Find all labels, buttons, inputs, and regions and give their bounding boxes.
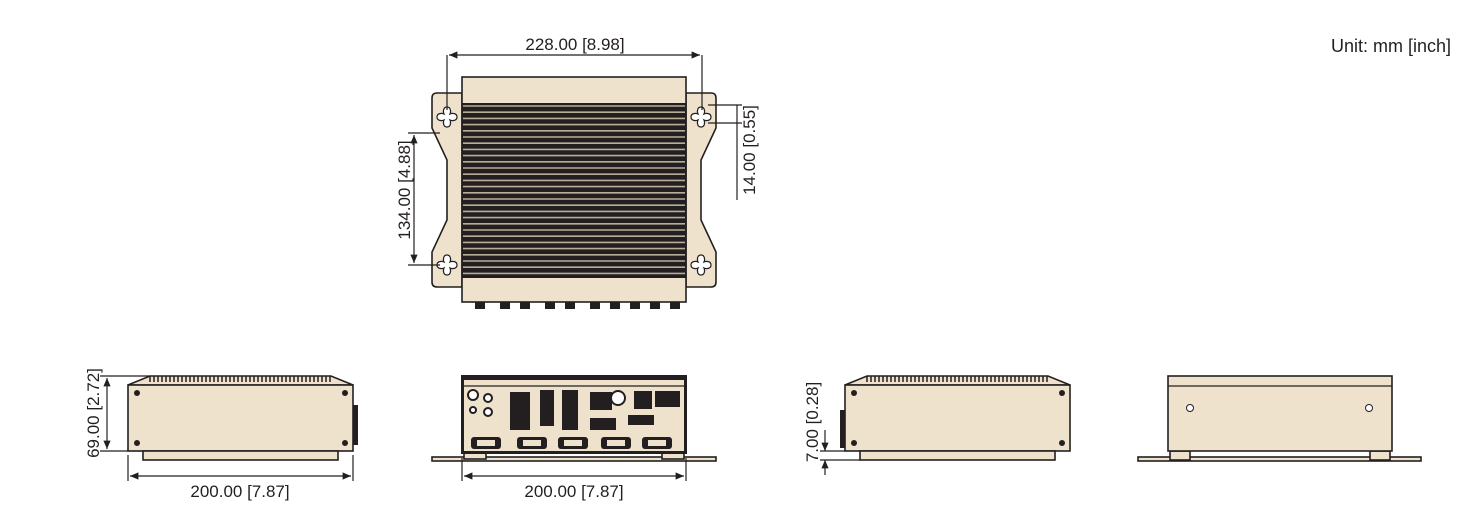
serial-port-icon xyxy=(517,437,547,449)
serial-port-icon xyxy=(471,437,501,449)
audio-jack-icon xyxy=(483,393,493,403)
io-port-icon xyxy=(590,418,616,430)
serial-port-icon xyxy=(642,437,672,449)
audio-jack-icon xyxy=(467,389,479,401)
front-width-dimension: 200.00 [7.87] xyxy=(524,482,623,501)
left-bracket xyxy=(431,92,463,288)
audio-jack-icon xyxy=(469,406,477,414)
io-port-icon xyxy=(562,390,578,430)
height-dimension: 69.00 [2.72] xyxy=(84,368,103,458)
width-dimension: 228.00 [8.98] xyxy=(525,35,624,54)
right-side-view: 7.00 [0.28] xyxy=(803,375,1071,475)
top-view: 228.00 [8.98] 134.00 [4.88] 14.00 [0.55] xyxy=(395,35,759,309)
io-port-icon xyxy=(590,392,612,410)
rear-connectors xyxy=(475,302,680,309)
audio-jack-icon xyxy=(483,407,493,417)
right-bracket xyxy=(685,92,717,288)
serial-port-icon xyxy=(601,437,631,449)
depth-dimension: 200.00 [7.87] xyxy=(190,482,289,501)
rear-view xyxy=(1137,375,1422,462)
left-side-view: 69.00 [2.72] 200.00 [7.87] xyxy=(84,368,358,501)
io-port-icon xyxy=(634,391,652,409)
unit-label: Unit: mm [inch] xyxy=(1331,36,1451,56)
heatsink-fins xyxy=(462,103,686,278)
front-io-view: 200.00 [7.87] xyxy=(431,375,717,501)
io-port-icon xyxy=(655,391,680,407)
io-port-icon xyxy=(540,390,554,426)
io-port-icon xyxy=(510,392,530,430)
base-foot xyxy=(142,450,339,461)
audio-jack-icon xyxy=(610,390,626,406)
foot-height-dimension: 7.00 [0.28] xyxy=(803,382,822,462)
hole-spacing-dimension: 134.00 [4.88] xyxy=(395,140,414,239)
io-port-icon xyxy=(628,415,654,425)
hole-offset-dimension: 14.00 [0.55] xyxy=(740,105,759,195)
chassis-side xyxy=(127,384,354,452)
serial-port-icon xyxy=(558,437,588,449)
